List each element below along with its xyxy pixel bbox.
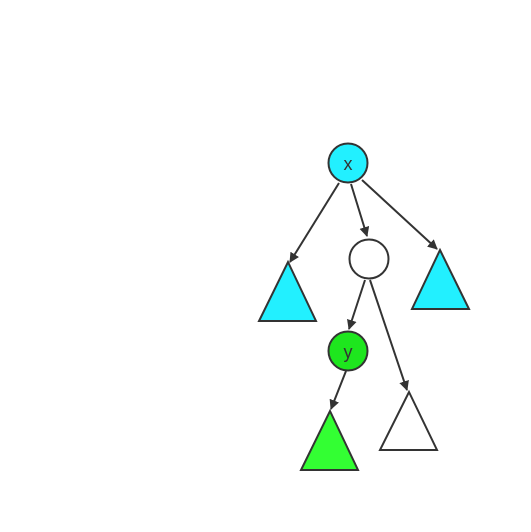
left-subtree-triangle [257, 259, 318, 322]
edge-y-to-y-subtree [329, 370, 347, 410]
node-x-circle [327, 142, 369, 184]
edge-x-to-right-subtree [361, 179, 438, 250]
right-subtree-triangle [410, 247, 471, 310]
node-x-label: x [344, 154, 353, 174]
edge-middle-to-middle-right-subtree [369, 279, 409, 391]
edge-x-to-middle [350, 183, 370, 237]
node-middle-circle [348, 238, 390, 280]
middle-right-subtree-triangle [378, 389, 439, 451]
node-y-circle [327, 330, 369, 372]
y-subtree-triangle [299, 408, 360, 471]
edge-x-to-left-subtree [289, 182, 340, 263]
node-y-label: y [344, 342, 353, 362]
edge-middle-to-y [347, 279, 366, 330]
